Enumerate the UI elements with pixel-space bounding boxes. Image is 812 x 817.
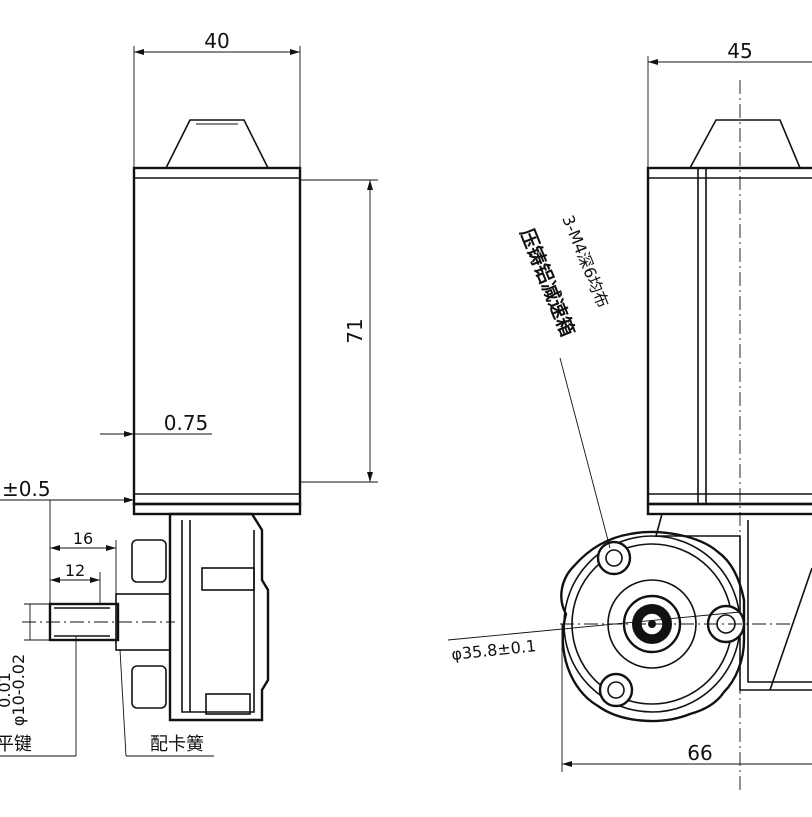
left-motor-body (132, 166, 302, 506)
left-boss-bottom (131, 665, 167, 709)
left-flange (132, 502, 302, 516)
left-boss-top (131, 539, 167, 583)
dim-dia-tol-top: 0.01 (0, 672, 14, 708)
dim-12-label: 12 (65, 561, 85, 580)
right-top-cap (688, 119, 802, 169)
spring-label: 配卡簧 (150, 734, 204, 755)
right-arm-diagonal (769, 567, 812, 691)
dim-12-arrow-left (50, 577, 60, 583)
dim-05-arrow (124, 497, 134, 503)
dim-circle-label: φ35.8±0.1 (450, 636, 537, 664)
spring-leader (119, 649, 127, 757)
right-bracket-inner (747, 520, 812, 683)
dim-circle-leader (447, 611, 741, 641)
right-bolt-boss-1 (596, 540, 632, 576)
right-flange (646, 502, 812, 516)
dim-075-label: 0.75 (164, 411, 209, 435)
dim-16-arrow-left (50, 545, 60, 551)
left-gearbox-window (201, 567, 255, 591)
dim-45-arrow-left (648, 59, 658, 65)
left-gearbox (168, 512, 270, 722)
right-gearbox-housing (560, 530, 746, 723)
dim-40-label: 40 (204, 29, 229, 53)
dim-66-arrow-left (562, 761, 572, 767)
left-gearbox-foot (205, 693, 251, 715)
right-view: 45 66 φ35.8±0.1 3-M4深6均布 压铸铝减速箱 (447, 39, 812, 790)
note-line-1: 3-M4深6均布 (558, 212, 612, 310)
left-gearbox-inner (181, 520, 255, 713)
dim-66-label: 66 (687, 741, 712, 765)
right-bolt-hole-1 (605, 549, 623, 567)
right-bolt-boss-2 (598, 672, 634, 708)
left-top-cap (164, 119, 270, 169)
note-leader (559, 357, 611, 549)
dim-12-arrow-right (90, 577, 100, 583)
dim-45-label: 45 (727, 39, 752, 63)
flat-key-label: 平键 (0, 734, 32, 755)
right-bolt-hole-2 (607, 681, 625, 699)
right-motor-body (646, 166, 812, 506)
dim-71-arrow-top (367, 180, 373, 190)
dim-71-label: 71 (343, 318, 367, 343)
dim-40-arrow-right (290, 49, 300, 55)
right-bracket (654, 513, 812, 691)
dim-075-arrow (124, 431, 134, 437)
dim-dia-label: φ10-0.02 (9, 654, 28, 726)
left-view: 40 71 0.75 ±0.5 16 12 0.01 φ10- (0, 29, 378, 757)
dim-40-arrow-left (134, 49, 144, 55)
dim-16-label: 16 (73, 529, 93, 548)
dim-71-arrow-bottom (367, 472, 373, 482)
dim-16-arrow-right (106, 545, 116, 551)
dim-05-label: ±0.5 (2, 477, 51, 501)
